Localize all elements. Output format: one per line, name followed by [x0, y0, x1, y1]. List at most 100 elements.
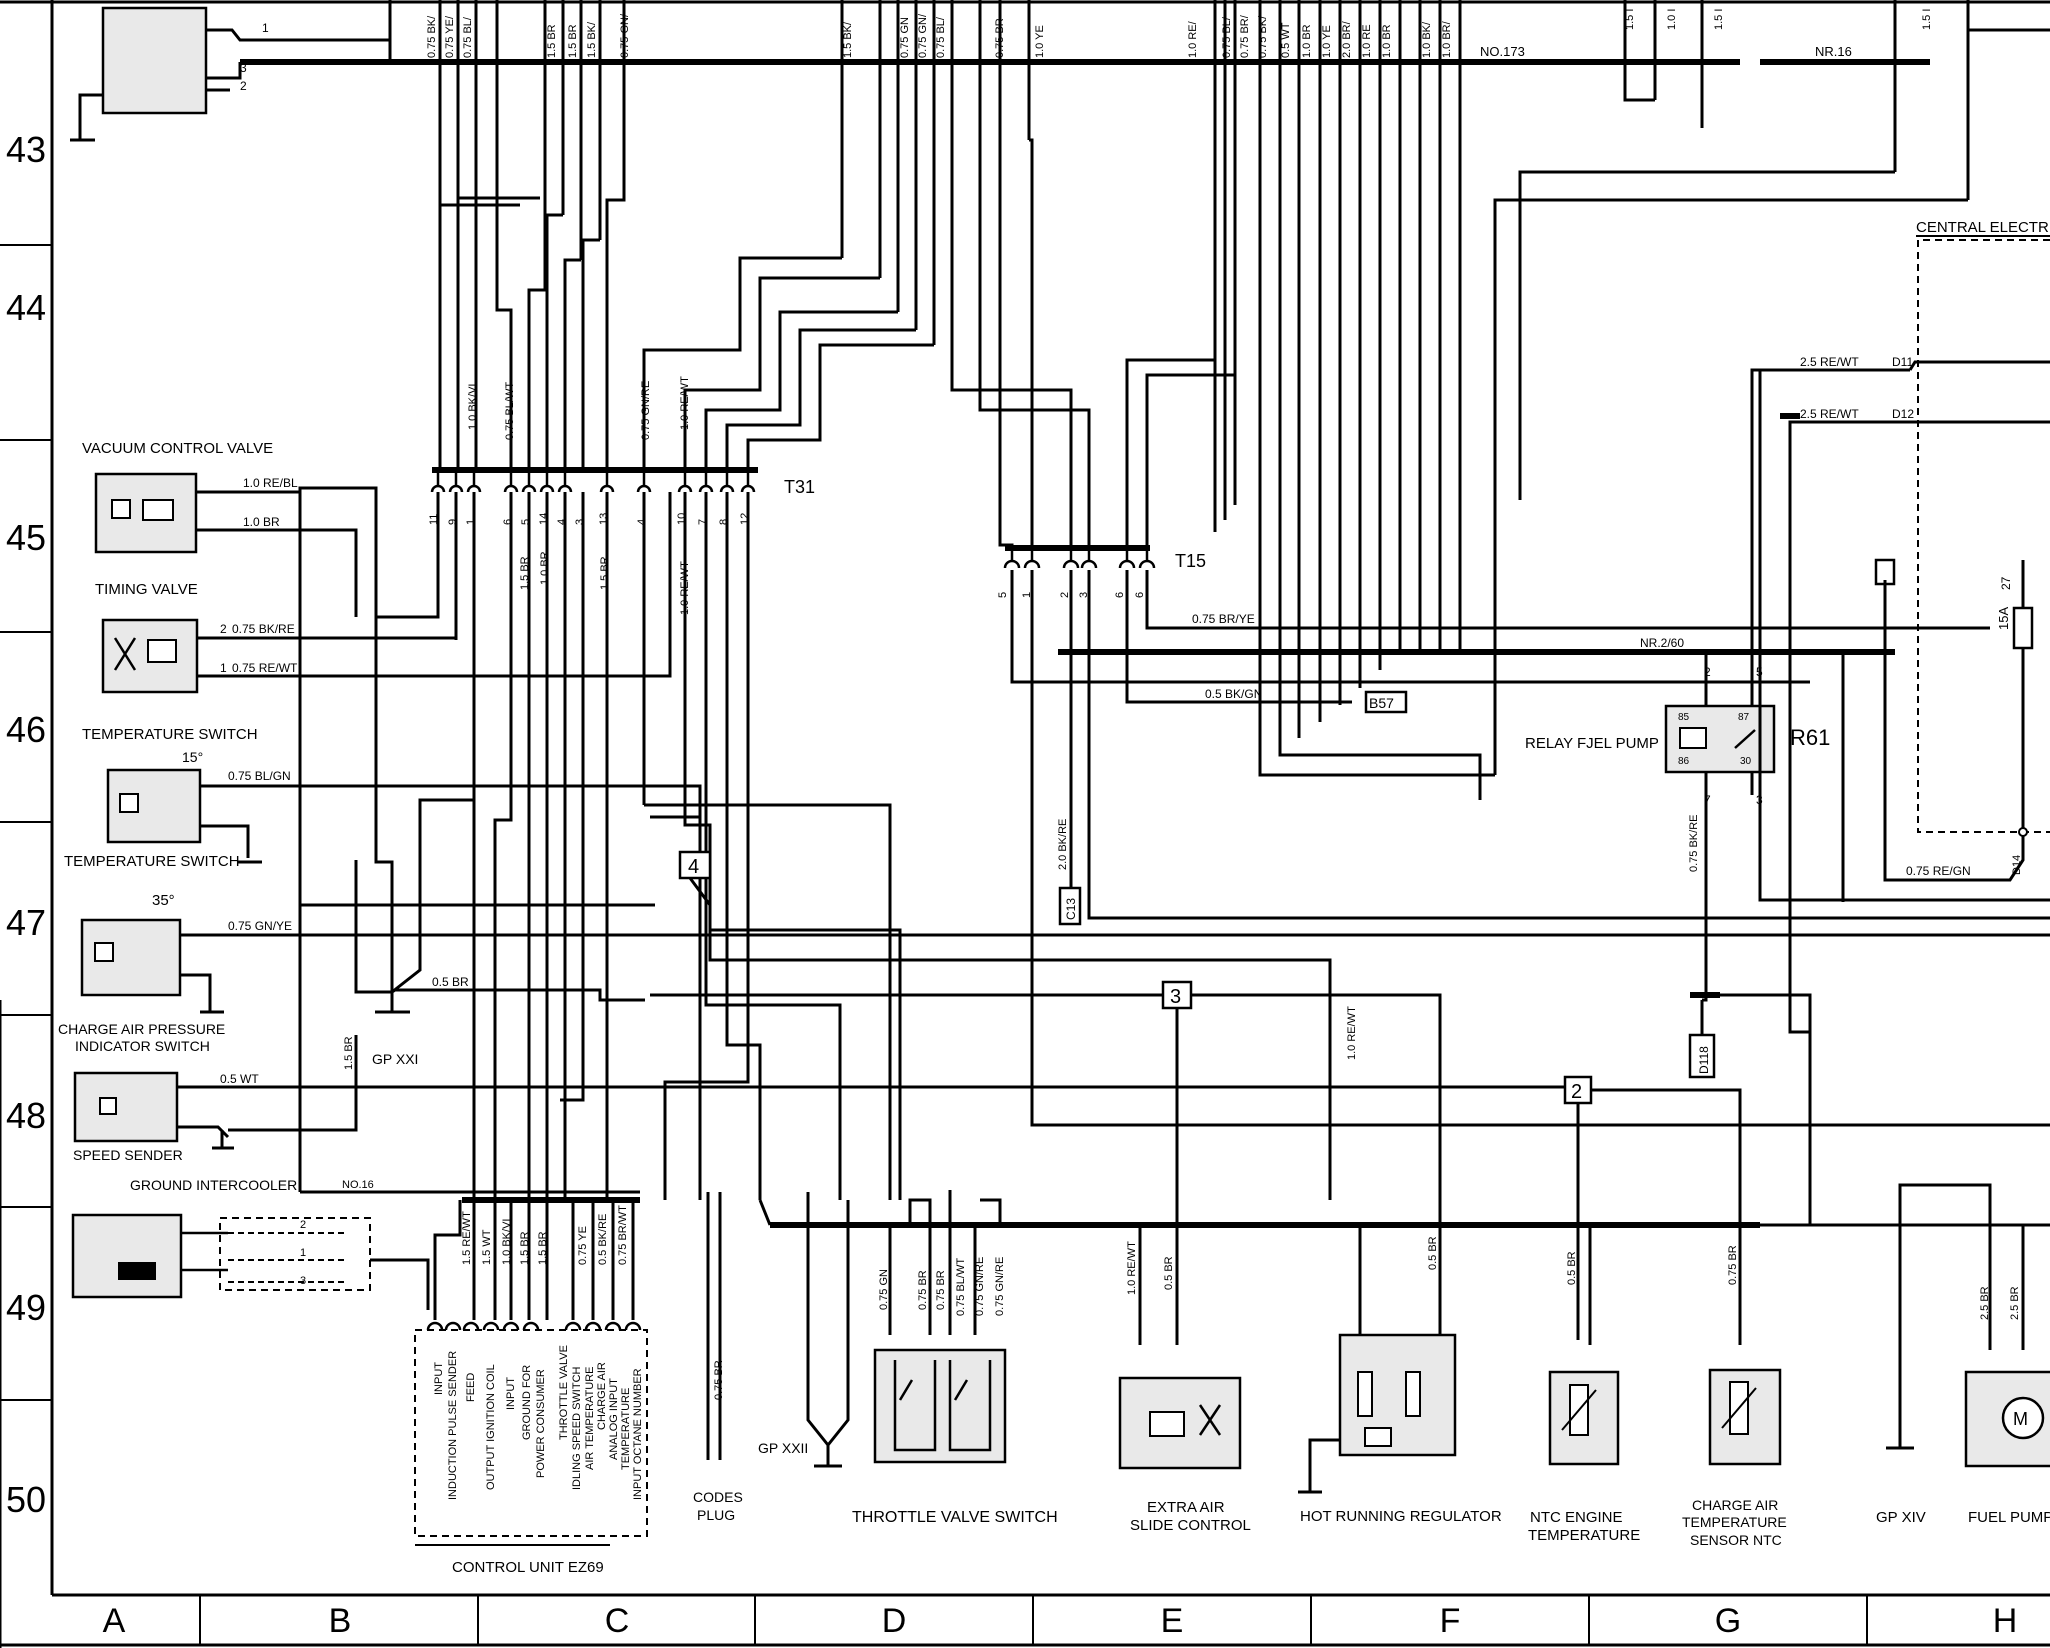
label-throttle-valve-switch: THROTTLE VALVE SWITCH [852, 1509, 1058, 1526]
hot-running-regulator-wires [1358, 1225, 1442, 1335]
charge-air-pressure-switch [73, 1071, 179, 1143]
row-number: 47 [6, 902, 46, 943]
cu-pin-label: TEMPERATURE [620, 1388, 632, 1470]
wire-label-d14: D14 [2011, 855, 2023, 875]
cu-pin-label: OUTPUT IGNITION COIL [485, 1364, 497, 1490]
label-extra-air-2: SLIDE CONTROL [1130, 1517, 1251, 1534]
wire-label-br15: 1.5 BR [343, 1036, 355, 1070]
svg-text:85: 85 [1678, 712, 1690, 723]
top-wire-label: 2.0 BR/ [1341, 20, 1353, 58]
t31-wire-label: 1.0 BK/VI [467, 384, 479, 430]
top-wire-label: 0.75 BR/ [1239, 14, 1251, 58]
svg-text:2: 2 [1571, 1081, 1582, 1103]
throttle-valve-wires [888, 1190, 1002, 1335]
t15-pin-sockets [1003, 548, 1156, 569]
label-ground-intercooler: GROUND INTERCOOLER [130, 1177, 297, 1193]
svg-text:5: 5 [520, 519, 532, 525]
label-codes-plug: CODES [693, 1489, 743, 1505]
gp-xxi-ground [354, 617, 645, 1014]
cu-wires [433, 1200, 635, 1320]
t31-below-label: 1.0 RE/WT [679, 561, 691, 615]
row-number: 45 [6, 517, 46, 558]
svg-text:8: 8 [718, 519, 730, 525]
label-vacuum-control-valve: VACUUM CONTROL VALVE [82, 440, 273, 457]
cu-wire-label: 1.5 RE/WT [461, 1211, 473, 1265]
ntc-engine-temperature [1548, 1370, 1620, 1466]
column-letter: H [1993, 1602, 2018, 1640]
ref-box-d118 [1688, 1033, 1716, 1079]
svg-text:2: 2 [240, 79, 247, 93]
top-wire-label: 1.5 I [1713, 9, 1725, 30]
label-charge-air-pressure-switch-2: INDICATOR SWITCH [75, 1038, 210, 1054]
label-fuel-pump: FUEL PUMP [1968, 1509, 2050, 1526]
tvs-wire-label: 0.75 GN/RE [974, 1257, 986, 1316]
t15-wires [950, 118, 2050, 1127]
cu-pin-label: INPUT [505, 1377, 517, 1410]
wire-label-br-e: 0.5 BR [1163, 1256, 1175, 1290]
cu-pin-label: INPUT OCTANE NUMBER [632, 1368, 644, 1500]
top-wire-label: 1.0 BR/ [1441, 20, 1453, 58]
svg-text:3: 3 [1078, 592, 1090, 598]
svg-text:30: 30 [1740, 756, 1752, 767]
label-temp-15-value: 15° [182, 749, 203, 765]
tvs-wire-label: 0.75 BR [917, 1270, 929, 1310]
cu-wire-label: 1.5 BR [537, 1231, 549, 1265]
wire-label-gp-br: 0.5 BR [432, 975, 469, 989]
cu-pin-label: THROTTLE VALVE [558, 1345, 570, 1440]
cu-pin-label: AIR TEMPERATURE [584, 1367, 596, 1471]
top-wire-label: 0.75 BL/ [1221, 16, 1233, 58]
svg-text:3: 3 [240, 61, 247, 75]
label-fuse-no: 27 [1999, 576, 2013, 590]
cu-pin-label: CHARGE AIR [596, 1362, 608, 1430]
svg-text:1: 1 [300, 1247, 306, 1259]
svg-text:2: 2 [300, 1219, 306, 1231]
label-charge-air-temp: CHARGE AIR [1692, 1497, 1778, 1513]
wire-label-d11: D11 [1892, 355, 1913, 369]
label-temp-35-value: 35° [152, 892, 175, 909]
top-wire-label: 1.0 RE [1361, 24, 1373, 58]
wire-label-br-g2: 0.75 BR [1727, 1245, 1739, 1285]
top-wire-label: 1.0 RE/ [1187, 20, 1199, 58]
svg-text:3: 3 [300, 1275, 306, 1287]
wire-label-vacuum-1: 1.0 RE/BL [243, 476, 298, 490]
wire-label-timing-1: 2 [220, 622, 227, 636]
cu-wire-label: 0.75 YE [577, 1226, 589, 1265]
induction-pulse-sender: 2 1 3 [71, 1213, 430, 1310]
label-charge-air-temp-2: TEMPERATURE [1682, 1514, 1787, 1530]
row-number: 43 [6, 129, 46, 170]
cu-pin-label: INDUCTION PULSE SENDER [447, 1351, 459, 1500]
tvs-wire-label: 0.75 GN/RE [994, 1257, 1006, 1316]
label-fuse: 15A [1996, 607, 2011, 630]
wire-label-re-gn: 0.75 RE/GN [1906, 864, 1971, 878]
label-extra-air: EXTRA AIR [1147, 1499, 1225, 1516]
svg-text:86: 86 [1678, 756, 1690, 767]
column-letter: C [605, 1602, 630, 1640]
t31-below-label: 1.5 BR [599, 556, 611, 590]
svg-text:11: 11 [428, 514, 440, 525]
box-2: 2 [1563, 1075, 1593, 1105]
top-left-component: 1 3 2 [70, 6, 390, 142]
wire-label-vacuum-2: 1.0 BR [243, 515, 280, 529]
svg-text:1: 1 [465, 519, 477, 525]
top-wire-label: 0.75 GN/ [917, 13, 929, 58]
top-wire-label: 0.75 GN/ [619, 13, 631, 58]
wire-label-br-h2: 2.5 BR [2009, 1286, 2021, 1320]
column-letter: A [103, 1602, 126, 1640]
svg-text:1: 1 [1021, 592, 1033, 598]
top-wire-label: 1.0 BR [1381, 24, 1393, 58]
cu-wire-label: 0.5 BK/RE [597, 1214, 609, 1265]
svg-text:9: 9 [447, 519, 459, 525]
cu-pin-label: ANALOG INPUT [608, 1378, 620, 1460]
top-wire-label: 0.75 BL/ [935, 16, 947, 58]
row-number: 46 [6, 709, 46, 750]
svg-text:5: 5 [997, 592, 1009, 598]
wire-label-bk-re: 0.75 BK/RE [1688, 815, 1700, 872]
svg-text:6: 6 [1134, 592, 1146, 598]
top-wire-label: 0.75 BR [994, 18, 1006, 58]
right-wires [1750, 368, 2050, 1034]
t31-wire-label: 0.75 BL/WT [504, 382, 516, 440]
top-wire-label: 0.75 BL/ [462, 16, 474, 58]
top-wire-label: 1.5 I [1624, 9, 1636, 30]
cu-wire-label: 1.5 WT [481, 1229, 493, 1265]
top-wire-label: 0.75 YE/ [444, 15, 456, 58]
